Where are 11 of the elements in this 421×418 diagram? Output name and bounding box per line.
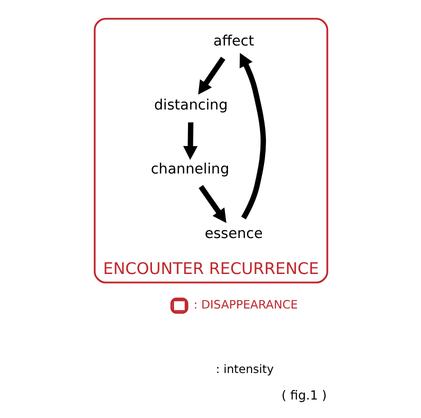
legend-label: : DISAPPEARANCE xyxy=(193,298,298,312)
caption: ( fig.1 ) xyxy=(280,387,326,402)
arrow xyxy=(198,56,225,95)
arrow xyxy=(239,52,266,220)
node-text: affect xyxy=(212,33,254,50)
arrow xyxy=(182,122,198,160)
legend-label: : intensity xyxy=(215,362,274,376)
node-text: distancing xyxy=(154,97,228,114)
node-text: essence xyxy=(204,226,262,242)
arrow xyxy=(198,185,226,223)
node-text: channeling xyxy=(150,162,229,178)
